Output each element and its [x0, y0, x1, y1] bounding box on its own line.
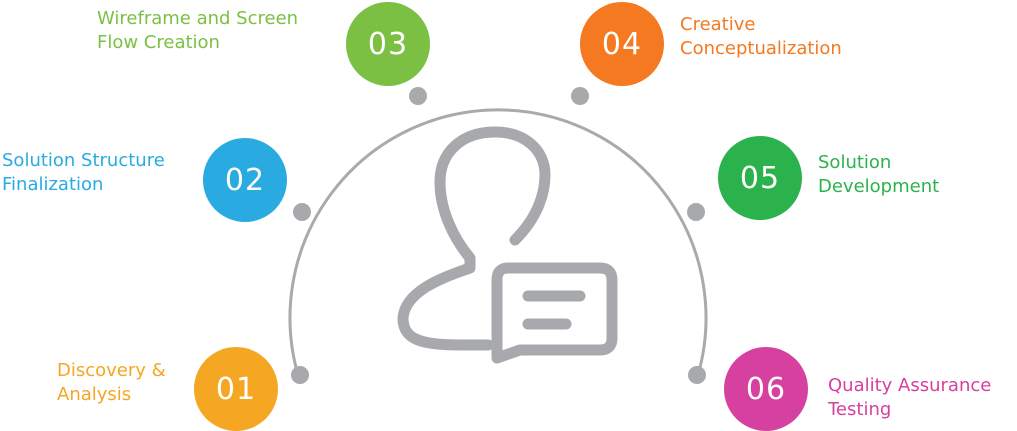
step-04-label: Creative Conceptualization: [680, 13, 842, 61]
step-02-title-line1: Solution Structure: [2, 150, 165, 171]
step-04-title-line1: Creative: [680, 14, 756, 35]
arc-dot-06: [688, 366, 706, 384]
step-02-badge: 02: [203, 138, 287, 222]
arc-dot-03: [409, 87, 427, 105]
step-01-badge: 01: [194, 347, 278, 431]
step-05-title-line1: Solution: [818, 152, 892, 173]
step-04-badge: 04: [580, 2, 664, 86]
step-05-label: Solution Development: [818, 151, 939, 199]
arc-dot-01: [291, 366, 309, 384]
step-02-label: Solution Structure Finalization: [2, 149, 165, 197]
step-06-title-line1: Quality Assurance: [828, 375, 992, 396]
arc-track: [288, 108, 708, 376]
step-04-title-line2: Conceptualization: [680, 38, 842, 59]
step-02-title-line2: Finalization: [2, 174, 104, 195]
step-03-label: Wireframe and Screen Flow Creation: [97, 7, 298, 55]
arc-dot-04: [571, 87, 589, 105]
arc-dot-02: [293, 203, 311, 221]
step-01-title-line2: Analysis: [57, 384, 132, 405]
step-03-badge: 03: [346, 2, 430, 86]
step-05-badge: 05: [718, 136, 802, 220]
user-message-icon: [397, 126, 618, 364]
step-03-title-line1: Wireframe and Screen: [97, 8, 299, 29]
step-06-title-line2: Testing: [828, 399, 892, 420]
step-01-label: Discovery & Analysis: [57, 359, 166, 407]
step-06-badge: 06: [724, 347, 808, 431]
step-05-title-line2: Development: [818, 176, 940, 197]
step-06-label: Quality Assurance Testing: [828, 374, 991, 422]
step-01-title-line1: Discovery &: [57, 360, 166, 381]
arc-dot-05: [687, 203, 705, 221]
step-03-title-line2: Flow Creation: [97, 32, 220, 53]
